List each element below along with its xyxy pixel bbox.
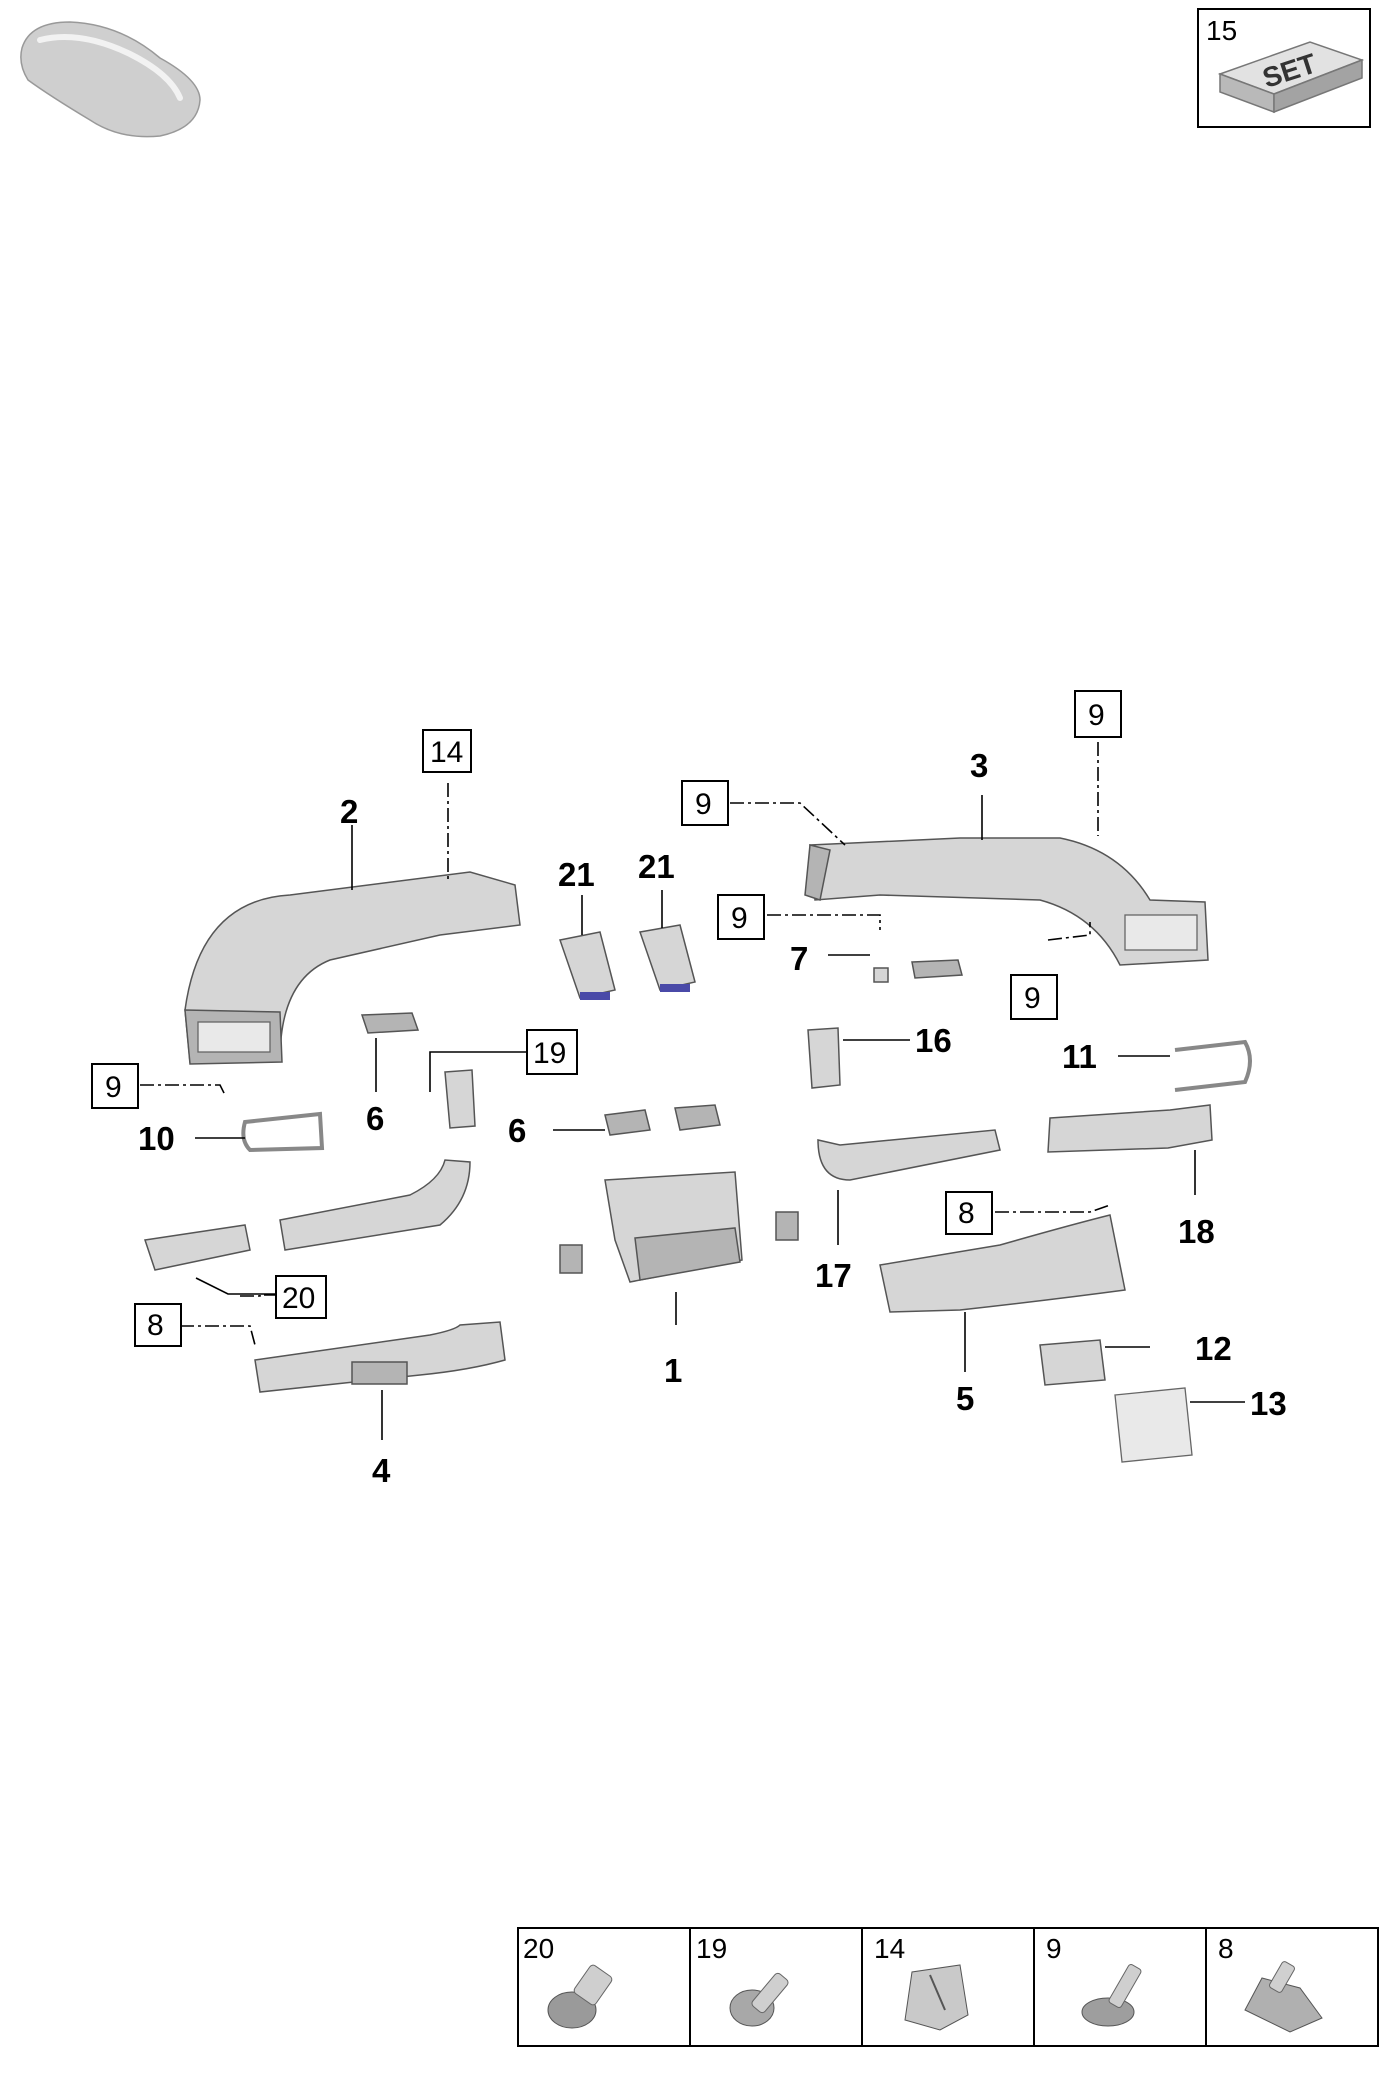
part-12-module [1039,1339,1106,1386]
callout-21-right: 21 [638,848,675,885]
callout-20-box [275,1275,327,1319]
part-11-trim-ring [1174,1039,1252,1092]
part-19-outlet [444,1069,476,1129]
part-6-actuator-left [360,1012,420,1034]
fastener-number-8: 8 [1218,1933,1234,1964]
push-rivet-icon [547,1964,613,2029]
callout-6-left: 6 [366,1100,384,1137]
clip-icon [904,1964,969,2031]
set-legend-box: 15 SET [1197,8,1371,128]
fastener-table: 20 19 14 9 [517,1927,1379,2047]
fastener-cell-14: 14 [874,1933,969,2031]
fastener-cell-8: 8 [1218,1933,1323,2033]
callout-14-box [422,729,472,773]
expanding-rivet-icon [1081,1964,1142,2027]
callout-8-box-left [134,1303,182,1347]
part-10-trim-ring [241,1111,325,1153]
fastener-cell-19: 19 [696,1933,789,2027]
callout-21-left: 21 [558,856,595,893]
callout-2: 2 [340,793,358,830]
fastener-number-9: 9 [1046,1933,1062,1964]
callout-5: 5 [956,1380,974,1417]
callout-9-top: 9 [1088,699,1105,732]
callout-9-right: 9 [1024,982,1041,1015]
part-17-18-duct-right [817,1104,1213,1181]
clip-nut-icon [1244,1961,1323,2033]
part-13-bracket [1114,1387,1193,1463]
fastener-number-20: 20 [523,1933,554,1964]
callout-1: 1 [664,1352,682,1389]
part-2-air-duct-left [184,871,521,1065]
callout-9-mid: 9 [731,902,748,935]
part-3-air-duct-right [804,837,1209,966]
callout-8-left: 8 [147,1309,164,1342]
callout-8-box-right [945,1191,993,1235]
callout-16: 16 [915,1022,952,1059]
callouts: 2 14 3 9 9 9 9 9 21 21 7 6 19 16 11 10 6… [91,690,1287,1489]
callout-4: 4 [372,1452,391,1489]
callout-7: 7 [790,940,808,977]
callout-19-box [526,1029,578,1075]
set-legend-number: 15 [1206,15,1237,46]
callout-12: 12 [1195,1330,1232,1367]
callout-9-box-mid [717,894,765,940]
callout-13: 13 [1250,1385,1287,1422]
part-21-control-units [559,924,696,1000]
part-4-footwell-duct [254,1321,506,1393]
callout-6-center: 6 [508,1112,526,1149]
callout-3: 3 [970,747,988,784]
callout-9-box-left [91,1063,139,1109]
vehicle-thumbnail [20,21,201,138]
fastener-cell-9: 9 [1046,1933,1142,2027]
callout-9-box-right [1010,974,1058,1020]
screw-icon [729,1972,789,2027]
fastener-cell-20: 20 [523,1933,613,2029]
callout-8-right: 8 [958,1197,975,1230]
fastener-number-19: 19 [696,1933,727,1964]
part-7-small-actuator [873,959,963,983]
callout-19: 19 [533,1037,566,1070]
callout-18: 18 [1178,1213,1215,1250]
part-6-actuators-center [604,1104,721,1136]
callout-9-upper: 9 [695,788,712,821]
part-1-center-vent [559,1171,799,1283]
callout-14: 14 [430,736,463,769]
part-duct-left-lower-vent [144,1159,471,1271]
part-5-footwell-duct [879,1214,1126,1313]
callout-17: 17 [815,1257,852,1294]
callout-11: 11 [1062,1038,1097,1075]
leader-lines [140,742,1245,1440]
callout-10: 10 [138,1120,175,1157]
part-16-outlet [807,1027,841,1089]
callout-9-box-top [1074,690,1122,738]
callout-9-left: 9 [105,1071,122,1104]
fastener-number-14: 14 [874,1933,905,1964]
callout-20: 20 [282,1282,315,1315]
callout-9-box-upper [681,780,729,826]
